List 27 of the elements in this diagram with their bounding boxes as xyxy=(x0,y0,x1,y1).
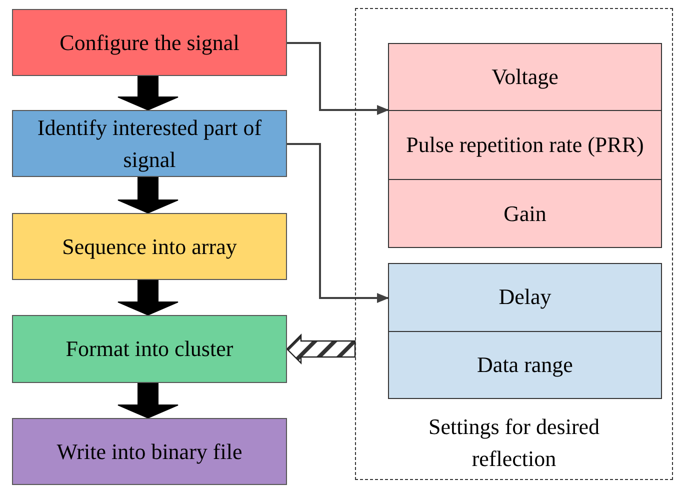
node-label: Voltage xyxy=(490,62,560,91)
process-box xyxy=(12,418,287,485)
block-arrow xyxy=(118,176,178,214)
hatched-block-arrow xyxy=(286,334,356,364)
process-box xyxy=(12,9,287,76)
group-box xyxy=(388,263,662,399)
group-heading: Settings for desired reflection xyxy=(427,413,601,474)
settings-row xyxy=(388,110,662,180)
process-box xyxy=(12,315,287,383)
node-label: Write into binary file xyxy=(56,438,244,466)
connector-arrow xyxy=(287,42,389,115)
node-label: Data range xyxy=(476,351,574,380)
node-label: Format into cluster xyxy=(64,335,234,364)
dashed-group-frame xyxy=(355,8,673,480)
process-box xyxy=(12,213,287,280)
process-box xyxy=(12,110,287,177)
node-label: Identify interested part of signal xyxy=(36,114,263,174)
node-label: Sequence into array xyxy=(61,232,238,261)
block-arrow xyxy=(118,280,178,316)
block-arrow xyxy=(118,382,178,419)
node-label: Gain xyxy=(502,200,548,228)
node-label: Pulse repetition rate (PRR) xyxy=(405,131,645,160)
group-box xyxy=(388,43,662,248)
block-arrow xyxy=(118,76,178,111)
node-label: Delay xyxy=(498,283,552,312)
connector-arrow xyxy=(287,143,389,303)
node-label: Configure the signal xyxy=(58,28,240,57)
